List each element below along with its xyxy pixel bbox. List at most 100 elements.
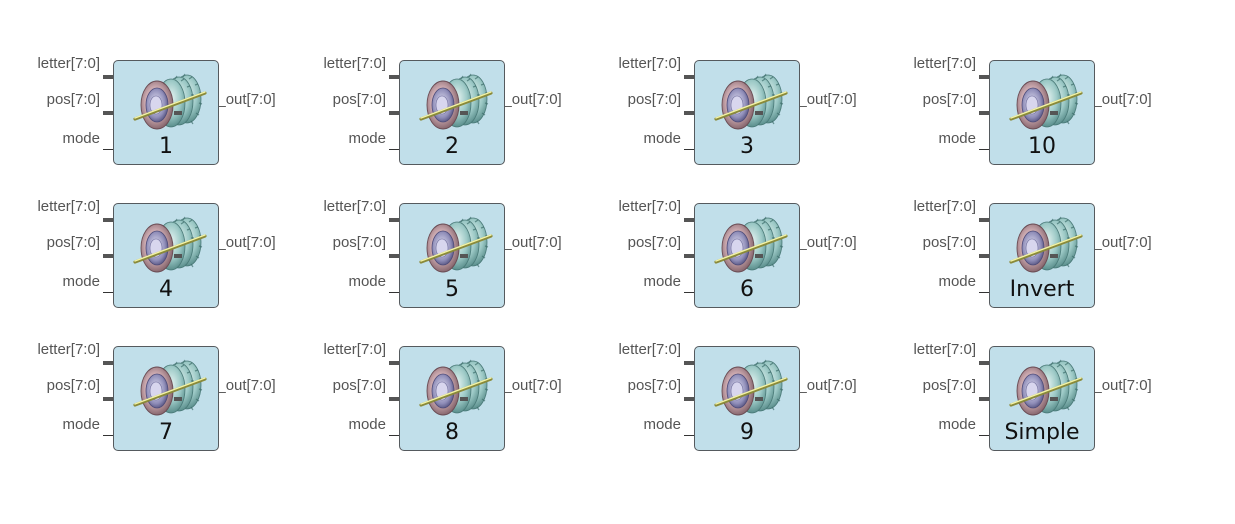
rotor-block-simple[interactable]: letter[7:0] pos[7:0] mode letter_out[7:0… [876,340,1152,451]
port-stub-mode[interactable] [103,435,114,436]
port-stub-letter[interactable] [979,218,990,222]
rotor-block-body[interactable]: 7 [113,346,219,451]
port-stub-letter[interactable] [389,218,400,222]
port-label-pos: pos[7:0] [922,91,976,108]
rotor-block-body[interactable]: 4 [113,203,219,308]
rotor-block-3[interactable]: letter[7:0] pos[7:0] mode letter_out[7:0… [581,54,857,165]
port-label-letter: letter[7:0] [913,198,976,215]
enigma-rotor-icon [419,73,493,130]
port-stub-pos[interactable] [103,254,114,258]
rotor-block-2[interactable]: letter[7:0] pos[7:0] mode letter_out[7:0… [286,54,562,165]
enigma-rotor-icon [714,216,788,273]
port-label-mode: mode [62,416,100,433]
port-stub-letter-out[interactable] [1050,397,1058,401]
port-stub-letter-out[interactable] [174,111,182,115]
port-stub-letter[interactable] [979,361,990,365]
port-stub-letter-out[interactable] [460,397,468,401]
rotor-block-body[interactable]: 1 [113,60,219,165]
rotor-block-body[interactable]: Invert [989,203,1095,308]
rotor-block-label: 7 [159,420,173,445]
port-stub-pos[interactable] [389,111,400,115]
rotor-block-body[interactable]: 6 [694,203,800,308]
port-label-mode: mode [348,130,386,147]
port-stub-letter[interactable] [103,218,114,222]
rotor-block-body[interactable]: 8 [399,346,505,451]
port-stub-pos[interactable] [979,254,990,258]
port-stub-letter[interactable] [103,361,114,365]
port-stub-pos[interactable] [979,397,990,401]
port-stub-mode[interactable] [389,435,400,436]
rotor-block-label: 4 [159,277,173,302]
rotor-block-4[interactable]: letter[7:0] pos[7:0] mode letter_out[7:0… [0,197,276,308]
port-stub-pos[interactable] [684,254,695,258]
port-stub-mode[interactable] [979,149,990,150]
rotor-block-body[interactable]: 2 [399,60,505,165]
port-label-mode: mode [938,273,976,290]
port-stub-pos[interactable] [103,111,114,115]
port-stub-mode[interactable] [684,292,695,293]
port-stub-mode[interactable] [979,292,990,293]
port-stub-mode[interactable] [684,149,695,150]
enigma-rotor-icon [133,359,207,416]
port-stub-pos[interactable] [103,397,114,401]
port-label-letter: letter[7:0] [37,198,100,215]
port-stub-mode[interactable] [389,149,400,150]
rotor-block-1[interactable]: letter[7:0] pos[7:0] mode letter_out[7:0… [0,54,276,165]
port-stub-mode[interactable] [389,292,400,293]
rotor-block-body[interactable]: 5 [399,203,505,308]
rotor-block-body[interactable]: 9 [694,346,800,451]
port-stub-letter[interactable] [389,75,400,79]
port-stub-mode[interactable] [684,435,695,436]
port-stub-pos[interactable] [684,397,695,401]
port-label-pos: pos[7:0] [332,377,386,394]
port-stub-pos[interactable] [389,397,400,401]
port-stub-letter[interactable] [684,218,695,222]
rotor-block-body[interactable]: 3 [694,60,800,165]
port-stub-letter-out[interactable] [755,254,763,258]
port-stub-letter-out[interactable] [460,254,468,258]
rotor-block-label: Simple [1004,420,1080,445]
rotor-block-label: 2 [445,134,459,159]
rotor-block-label: 6 [740,277,754,302]
rotor-block-body[interactable]: Simple [989,346,1095,451]
port-label-letter: letter[7:0] [913,55,976,72]
enigma-rotor-icon [714,359,788,416]
port-stub-letter-out[interactable] [174,254,182,258]
port-stub-mode[interactable] [103,149,114,150]
port-stub-letter-out[interactable] [755,397,763,401]
rotor-block-9[interactable]: letter[7:0] pos[7:0] mode letter_out[7:0… [581,340,857,451]
port-stub-letter-out[interactable] [460,111,468,115]
port-label-mode: mode [643,130,681,147]
port-label-mode: mode [643,416,681,433]
port-label-letter: letter[7:0] [323,55,386,72]
port-stub-pos[interactable] [979,111,990,115]
rotor-block-body[interactable]: 10 [989,60,1095,165]
enigma-rotor-icon [133,73,207,130]
rotor-block-label: 10 [1028,134,1056,159]
port-stub-pos[interactable] [684,111,695,115]
port-stub-mode[interactable] [103,292,114,293]
port-stub-letter[interactable] [389,361,400,365]
rotor-block-10[interactable]: letter[7:0] pos[7:0] mode letter_out[7:0… [876,54,1152,165]
port-stub-letter-out[interactable] [174,397,182,401]
rotor-block-7[interactable]: letter[7:0] pos[7:0] mode letter_out[7:0… [0,340,276,451]
port-stub-letter[interactable] [103,75,114,79]
rotor-block-label: 5 [445,277,459,302]
port-stub-mode[interactable] [979,435,990,436]
port-stub-letter-out[interactable] [755,111,763,115]
port-stub-letter-out[interactable] [1050,254,1058,258]
port-stub-letter-out[interactable] [1050,111,1058,115]
port-label-pos: pos[7:0] [922,234,976,251]
rotor-block-5[interactable]: letter[7:0] pos[7:0] mode letter_out[7:0… [286,197,562,308]
port-label-letter: letter[7:0] [323,198,386,215]
port-stub-letter[interactable] [979,75,990,79]
enigma-rotor-icon [419,216,493,273]
rotor-block-8[interactable]: letter[7:0] pos[7:0] mode letter_out[7:0… [286,340,562,451]
port-stub-pos[interactable] [389,254,400,258]
port-label-mode: mode [938,416,976,433]
port-stub-letter[interactable] [684,361,695,365]
rotor-block-invert[interactable]: letter[7:0] pos[7:0] mode letter_out[7:0… [876,197,1152,308]
port-stub-letter[interactable] [684,75,695,79]
rotor-block-6[interactable]: letter[7:0] pos[7:0] mode letter_out[7:0… [581,197,857,308]
